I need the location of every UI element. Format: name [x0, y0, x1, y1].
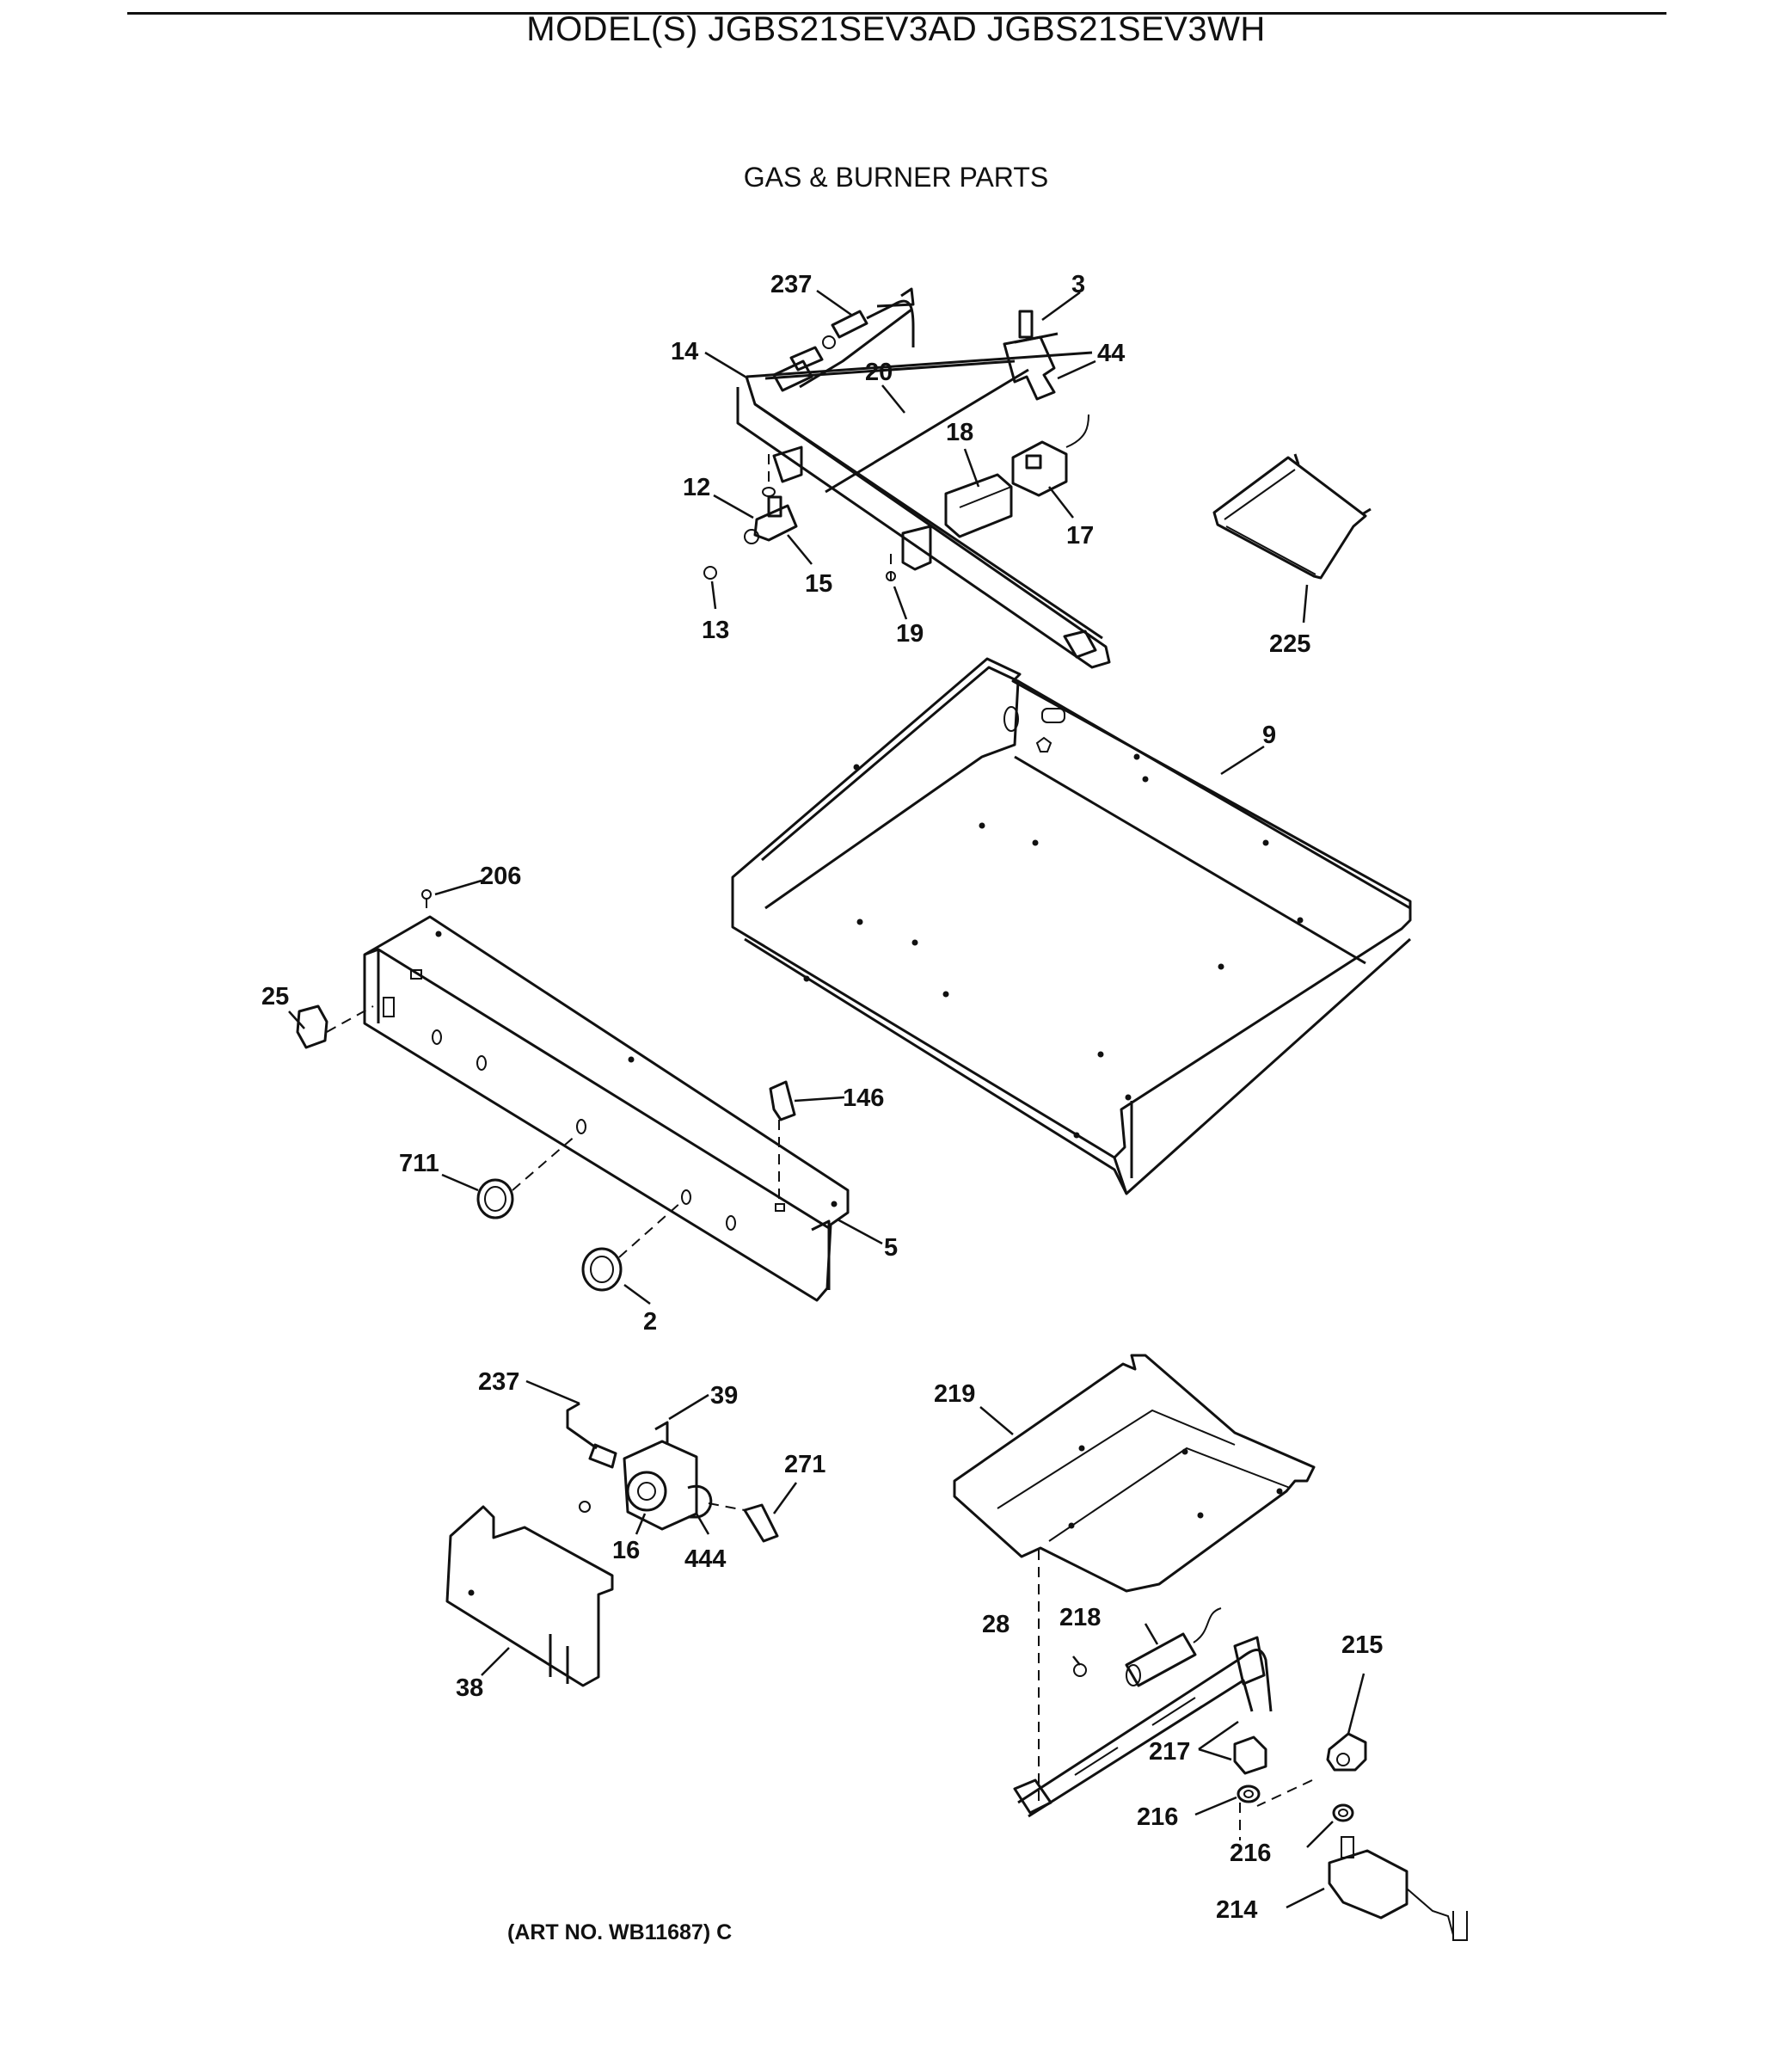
callout-444: 444	[684, 1545, 726, 1573]
part-216-washer-a	[1237, 1784, 1261, 1803]
callout-17: 17	[1066, 522, 1094, 550]
callout-711: 711	[399, 1150, 439, 1177]
callout-237-top: 237	[770, 271, 812, 298]
callout-20: 20	[865, 359, 893, 386]
part-225-plate	[1212, 453, 1372, 580]
manifold-assembly	[736, 287, 1111, 669]
model-title: MODEL(S) JGBS21SEV3AD JGBS21SEV3WH	[526, 10, 1266, 48]
callout-15: 15	[805, 570, 832, 598]
callout-219: 219	[934, 1380, 975, 1408]
callout-215: 215	[1341, 1631, 1383, 1659]
part-25-clip	[296, 1004, 374, 1049]
part-217-clamp	[1233, 1735, 1267, 1775]
leader-lines	[288, 289, 1365, 1909]
callout-3: 3	[1071, 271, 1085, 298]
part-17-switch	[1011, 414, 1089, 497]
part-28-screw	[1073, 1663, 1087, 1677]
callout-271: 271	[784, 1451, 825, 1478]
callout-216-b: 216	[1230, 1840, 1271, 1867]
callout-216-a: 216	[1137, 1803, 1178, 1831]
callout-206: 206	[480, 863, 521, 890]
part-9-burner-box	[731, 657, 1412, 1195]
callout-2: 2	[643, 1308, 657, 1336]
part-215-bracket	[1256, 1732, 1367, 1807]
callout-225: 225	[1269, 630, 1310, 658]
part-3-44-valve-bracket	[1003, 310, 1059, 401]
art-number: (ART NO. WB11687) C	[507, 1920, 733, 1944]
callout-217: 217	[1149, 1738, 1190, 1766]
part-711-knob	[476, 1134, 577, 1219]
part-5-panel	[363, 915, 850, 1302]
part-14-fitting	[772, 346, 824, 392]
callout-19: 19	[896, 620, 924, 648]
callout-218: 218	[1059, 1604, 1101, 1631]
callout-39: 39	[710, 1382, 738, 1410]
top-rule	[127, 12, 1666, 15]
callout-16: 16	[612, 1537, 640, 1564]
callout-38: 38	[456, 1674, 483, 1702]
part-271-orifice	[708, 1502, 779, 1543]
callout-214: 214	[1216, 1896, 1257, 1924]
callout-44: 44	[1097, 340, 1125, 367]
callout-13: 13	[702, 617, 729, 644]
part-2-knob	[581, 1201, 682, 1292]
callout-25: 25	[261, 983, 289, 1010]
part-219-baffle	[953, 1354, 1316, 1593]
part-39-16-valve	[579, 1421, 713, 1531]
part-146-clip	[769, 1080, 796, 1201]
callout-146: 146	[843, 1084, 884, 1112]
part-12-15-valve	[744, 495, 798, 544]
callout-9: 9	[1262, 722, 1276, 749]
part-13-nut	[703, 566, 717, 580]
section-title: GAS & BURNER PARTS	[743, 162, 1049, 193]
part-237-tube-top	[822, 299, 915, 349]
callout-12: 12	[683, 474, 710, 501]
callout-14: 14	[671, 338, 698, 366]
callout-18: 18	[946, 419, 973, 446]
oven-burner-tube	[1013, 1636, 1273, 1818]
part-237-tube-lower	[566, 1402, 617, 1469]
part-218-igniter	[1125, 1607, 1222, 1687]
part-214-valve	[1328, 1836, 1468, 1941]
callout-5: 5	[884, 1234, 898, 1262]
part-18-shield	[944, 473, 1013, 538]
part-216-washer-b	[1332, 1803, 1354, 1822]
callout-28: 28	[982, 1611, 1010, 1638]
part-38-shield	[445, 1505, 614, 1687]
callout-labels: 237 3 14 20 44 18 12 17 15 13 19 225 9 2…	[261, 271, 1383, 1924]
callout-237-lower: 237	[478, 1368, 519, 1396]
part-206-screw	[421, 889, 432, 908]
